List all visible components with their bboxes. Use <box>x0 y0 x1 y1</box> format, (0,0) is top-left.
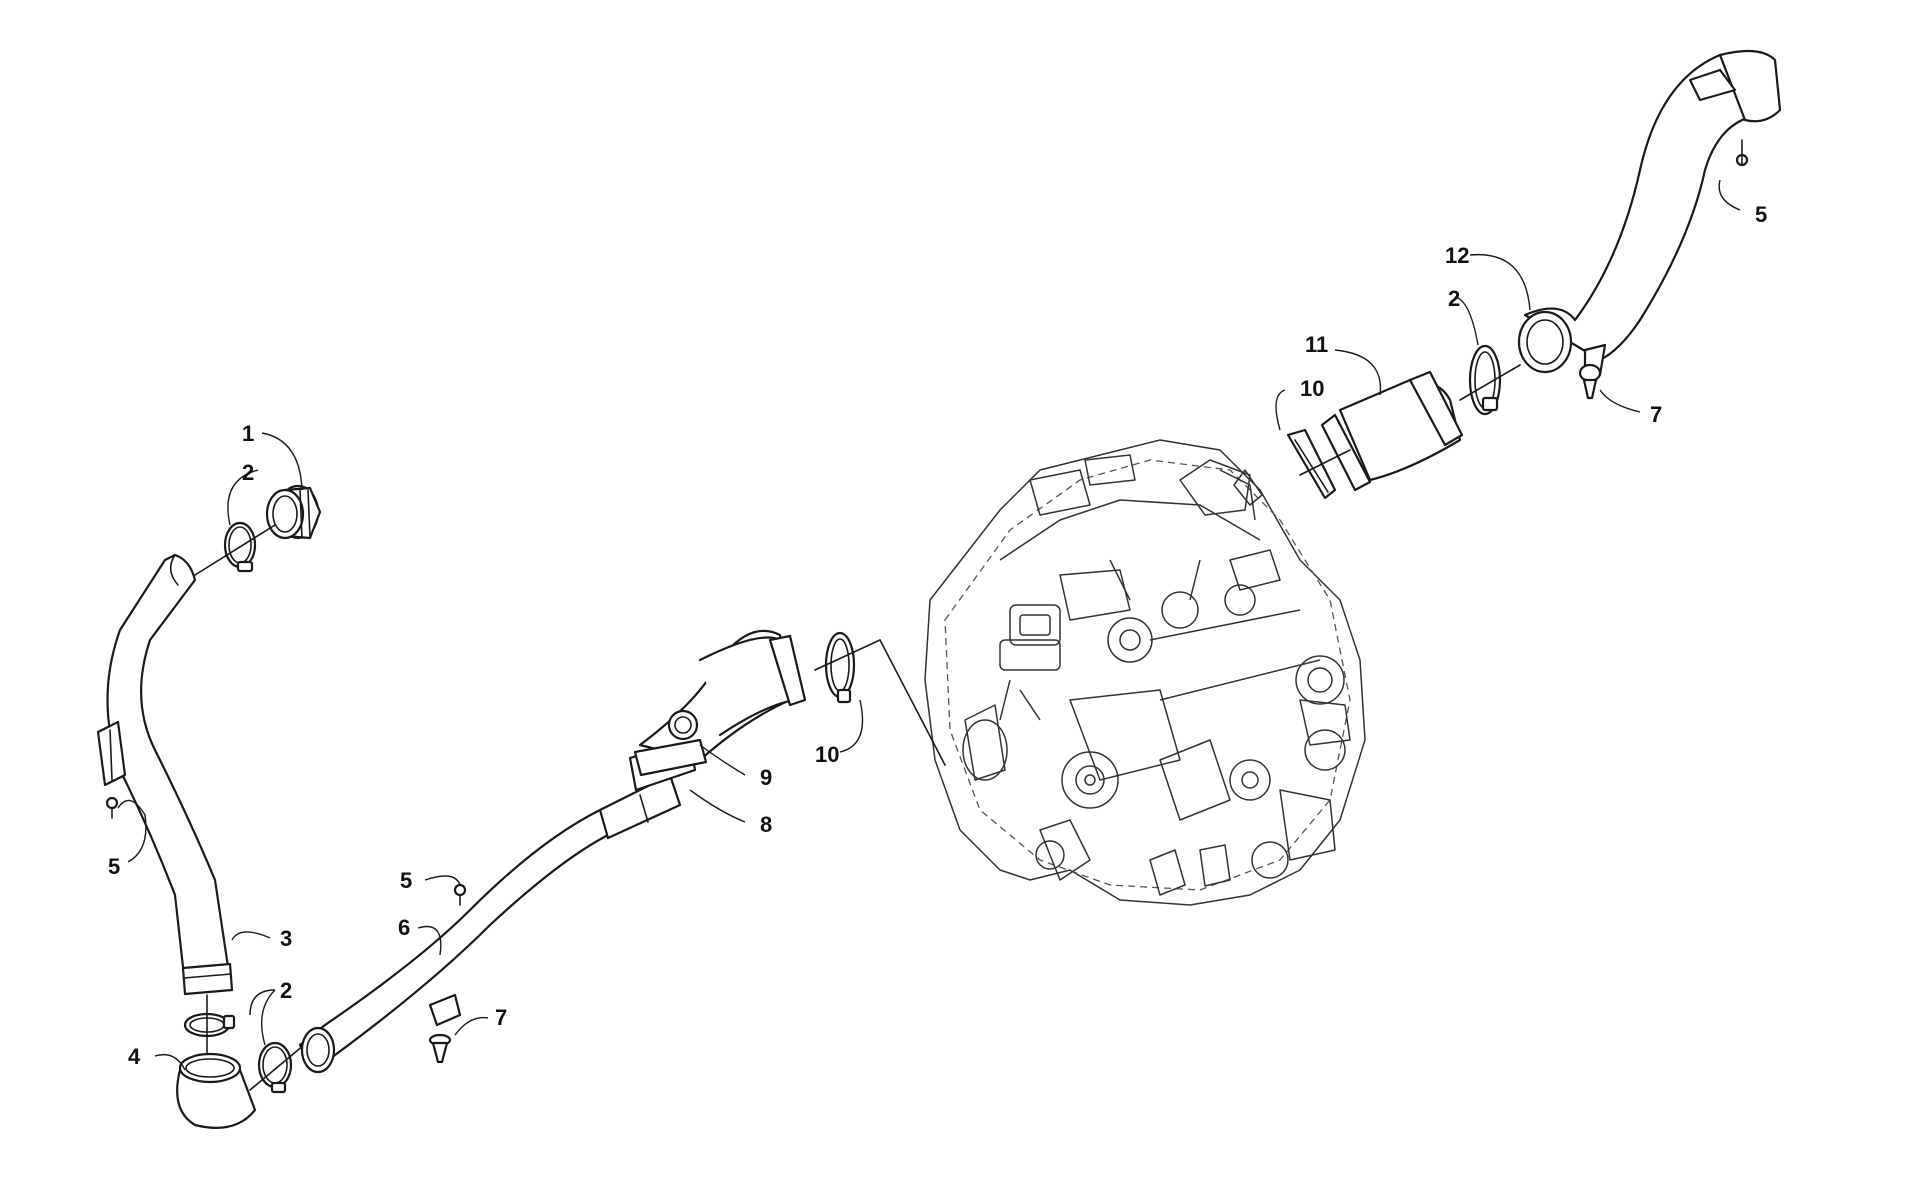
part-5-screw-mid <box>453 883 467 906</box>
callout-7-right: 7 <box>1650 402 1662 427</box>
callout-4: 4 <box>128 1044 141 1069</box>
part-10-clamp-upper <box>1286 428 1337 500</box>
part-7-fastener-right <box>1578 363 1602 400</box>
part-12-duct <box>1517 49 1782 380</box>
part-2-clamp-upper <box>223 521 257 573</box>
part-2-clamp-elbow <box>257 1041 293 1094</box>
callout-2-upper: 2 <box>242 460 254 485</box>
part-11-boot <box>1320 370 1464 492</box>
engine-assembly <box>924 439 1366 906</box>
callout-10-upper: 10 <box>1300 376 1324 401</box>
callout-6: 6 <box>398 915 410 940</box>
part-5-screw-left <box>105 796 119 819</box>
part-7-fastener-left <box>428 1033 452 1064</box>
callout-10-mid: 10 <box>815 742 839 767</box>
callout-11: 11 <box>1305 332 1328 357</box>
part-9-duct <box>633 629 807 777</box>
part-2-clamp-right <box>1468 344 1502 416</box>
callout-12: 12 <box>1445 243 1469 268</box>
part-5-screw-right <box>1735 139 1749 167</box>
part-10-clamp-mid <box>824 631 856 704</box>
callout-5-right: 5 <box>1755 202 1767 227</box>
leader-lines <box>117 179 1741 1071</box>
callout-5-left: 5 <box>108 854 120 879</box>
callout-5-mid: 5 <box>400 868 412 893</box>
callout-3: 3 <box>280 926 292 951</box>
callout-8: 8 <box>760 812 772 837</box>
callout-1: 1 <box>242 421 254 446</box>
callout-7-left: 7 <box>495 1005 507 1030</box>
callout-2-lower: 2 <box>280 978 292 1003</box>
callout-2-right: 2 <box>1448 286 1460 311</box>
part-4-elbow <box>176 1052 257 1129</box>
callout-9: 9 <box>760 765 772 790</box>
part-2-clamp-lower-left <box>183 1012 236 1038</box>
part-1-coupler <box>265 484 322 540</box>
part-6-duct <box>298 773 682 1074</box>
part-3-duct <box>96 553 234 996</box>
